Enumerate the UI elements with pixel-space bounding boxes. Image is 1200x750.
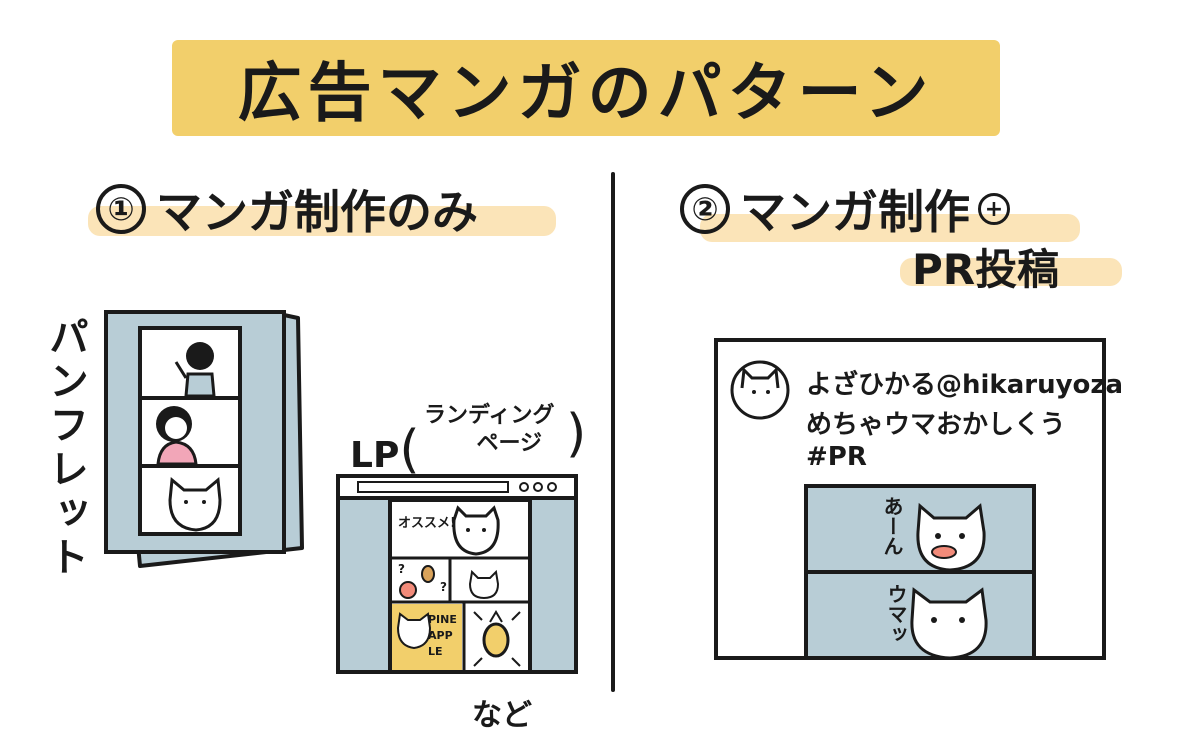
lp-label: LP( bbox=[350, 420, 420, 480]
lp-browser-illustration bbox=[336, 474, 578, 674]
pamphlet-person-2 bbox=[156, 406, 198, 466]
tweet-hashtag: #PR bbox=[806, 442, 867, 472]
pamphlet-person-1 bbox=[174, 342, 216, 398]
lp-paren-open: ( bbox=[399, 420, 420, 480]
tweet-text: めちゃウマおかしくう bbox=[806, 410, 1066, 440]
lp-speech: オススメ! bbox=[398, 516, 456, 531]
lp-question-1: ? bbox=[398, 562, 405, 576]
pineapple-text: PINE APP LE bbox=[428, 613, 457, 658]
title-banner bbox=[172, 40, 1000, 136]
right-heading-line2: PR投稿 bbox=[912, 245, 1060, 294]
right-heading-highlight-2 bbox=[900, 258, 1122, 286]
number-two-badge: ② bbox=[680, 184, 730, 234]
tweet-handle: よざひかる@hikaruyoza bbox=[806, 370, 1124, 400]
tweet-illustration bbox=[714, 338, 1106, 660]
pamphlet-label: パンフレット bbox=[42, 316, 88, 580]
pamphlet-illustration bbox=[104, 310, 304, 568]
left-heading-text: マンガ制作のみ bbox=[156, 185, 478, 239]
plus-icon: + bbox=[978, 193, 1010, 225]
sfx-uma: ウマッ bbox=[884, 584, 908, 644]
lp-sub-label: ランディング ページ bbox=[424, 402, 554, 458]
page-title: 広告マンガのパターン bbox=[237, 57, 935, 131]
lp-sub-line1: ランディング bbox=[424, 403, 555, 428]
lp-label-text: LP bbox=[350, 435, 400, 476]
center-divider bbox=[611, 172, 615, 692]
etc-label: など bbox=[472, 698, 532, 733]
number-one-badge: ① bbox=[96, 184, 146, 234]
lp-sub-line2: ページ bbox=[476, 431, 543, 456]
lp-question-2: ? bbox=[440, 580, 447, 594]
left-heading-highlight bbox=[88, 206, 556, 236]
right-heading-line1: マンガ制作 bbox=[740, 185, 970, 239]
left-heading: ① マンガ制作のみ bbox=[96, 176, 478, 242]
right-heading-highlight-1 bbox=[700, 214, 1080, 242]
sfx-aan: あーん bbox=[880, 496, 904, 556]
lp-paren-close: ) bbox=[566, 404, 587, 464]
right-heading: ② マンガ制作 + bbox=[680, 176, 1010, 242]
pamphlet-cat bbox=[168, 477, 222, 532]
